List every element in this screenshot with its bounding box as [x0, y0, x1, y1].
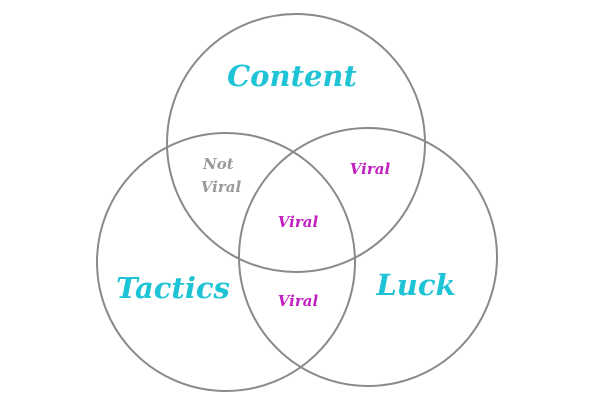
all-three-region-label: Viral — [278, 213, 319, 231]
content-label: Content — [227, 59, 357, 93]
content-tactics-region-line-1: Not — [202, 155, 234, 173]
content-tactics-region-label: Not Viral — [201, 155, 242, 196]
tactics-label: Tactics — [116, 271, 230, 305]
all-three-region-line-1: Viral — [278, 213, 319, 231]
content-tactics-region-line-2: Viral — [201, 178, 242, 196]
content-circle — [166, 13, 426, 273]
content-luck-region-line-1: Viral — [350, 160, 391, 178]
luck-circle — [238, 127, 498, 387]
tactics-circle — [96, 132, 356, 392]
luck-label: Luck — [375, 268, 455, 302]
tactics-luck-region-label: Viral — [278, 292, 319, 310]
tactics-luck-region-line-1: Viral — [278, 292, 319, 310]
content-luck-region-label: Viral — [350, 160, 391, 178]
